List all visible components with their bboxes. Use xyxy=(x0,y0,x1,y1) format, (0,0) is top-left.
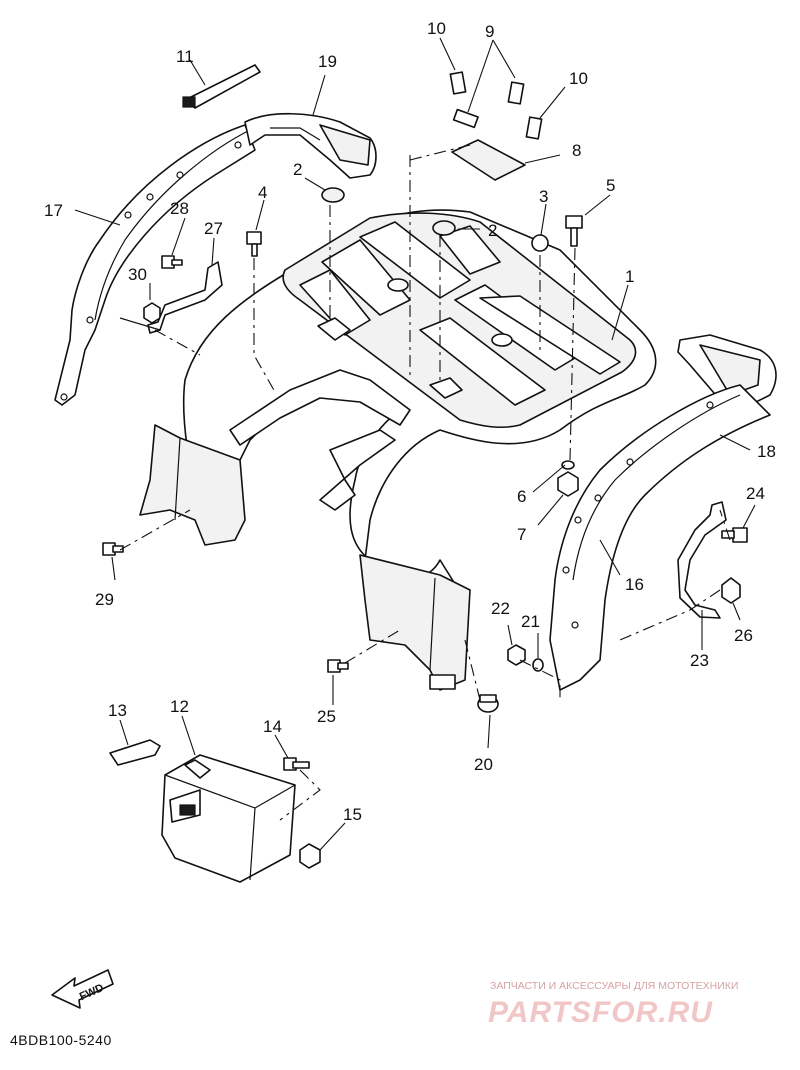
callout-30: 30 xyxy=(128,265,147,284)
left-fender-flare xyxy=(54,124,256,406)
fwd-arrow: FWD xyxy=(51,969,114,1009)
alignment-lines xyxy=(119,144,731,821)
callout-24: 24 xyxy=(746,484,765,503)
callout-3: 3 xyxy=(539,187,548,206)
callout-1: 1 xyxy=(625,267,634,286)
callout-11: 11 xyxy=(176,47,194,66)
left-fender-guard xyxy=(244,112,377,179)
callout-19: 19 xyxy=(318,52,337,71)
right-fender-flare xyxy=(549,384,771,691)
callout-28: 28 xyxy=(170,199,189,218)
callout-25: 25 xyxy=(317,707,336,726)
callout-27: 27 xyxy=(204,219,223,238)
leader-lines xyxy=(74,37,756,851)
callout-2: 2 xyxy=(488,221,497,240)
callout-17: 17 xyxy=(44,201,63,220)
callout-12: 12 xyxy=(170,697,189,716)
callout-22: 22 xyxy=(491,599,510,618)
callout-29: 29 xyxy=(95,590,114,609)
callout-23: 23 xyxy=(690,651,709,670)
callout-labels: 1 2 2 3 4 5 6 7 8 9 10 10 11 12 13 14 15… xyxy=(44,19,776,824)
callout-7: 7 xyxy=(517,525,526,544)
callout-16: 16 xyxy=(625,575,644,594)
callout-10: 10 xyxy=(569,69,588,88)
callout-5: 5 xyxy=(606,176,615,195)
watermark-brand: PARTSFOR.RU xyxy=(488,996,713,1029)
callout-14: 14 xyxy=(263,717,282,736)
callout-13: 13 xyxy=(108,701,127,720)
rear-fender-body xyxy=(139,209,657,691)
callout-15: 15 xyxy=(343,805,362,824)
callout-18: 18 xyxy=(757,442,776,461)
callout-26: 26 xyxy=(734,626,753,645)
callout-8: 8 xyxy=(572,141,581,160)
callout-2: 2 xyxy=(293,160,302,179)
diagram-code: 4BDB100-5240 xyxy=(10,1032,112,1048)
callout-10: 10 xyxy=(427,19,446,38)
watermark: ЗАПЧАСТИ И АКСЕССУАРЫ ДЛЯ МОТОТЕХНИКИ PA… xyxy=(488,980,738,1029)
callout-4: 4 xyxy=(258,183,267,202)
callout-21: 21 xyxy=(521,612,540,631)
right-fender-guard xyxy=(677,334,777,411)
callout-20: 20 xyxy=(474,755,493,774)
callout-6: 6 xyxy=(517,487,526,506)
watermark-tagline: ЗАПЧАСТИ И АКСЕССУАРЫ ДЛЯ МОТОТЕХНИКИ xyxy=(490,980,738,992)
callout-9: 9 xyxy=(485,22,494,41)
